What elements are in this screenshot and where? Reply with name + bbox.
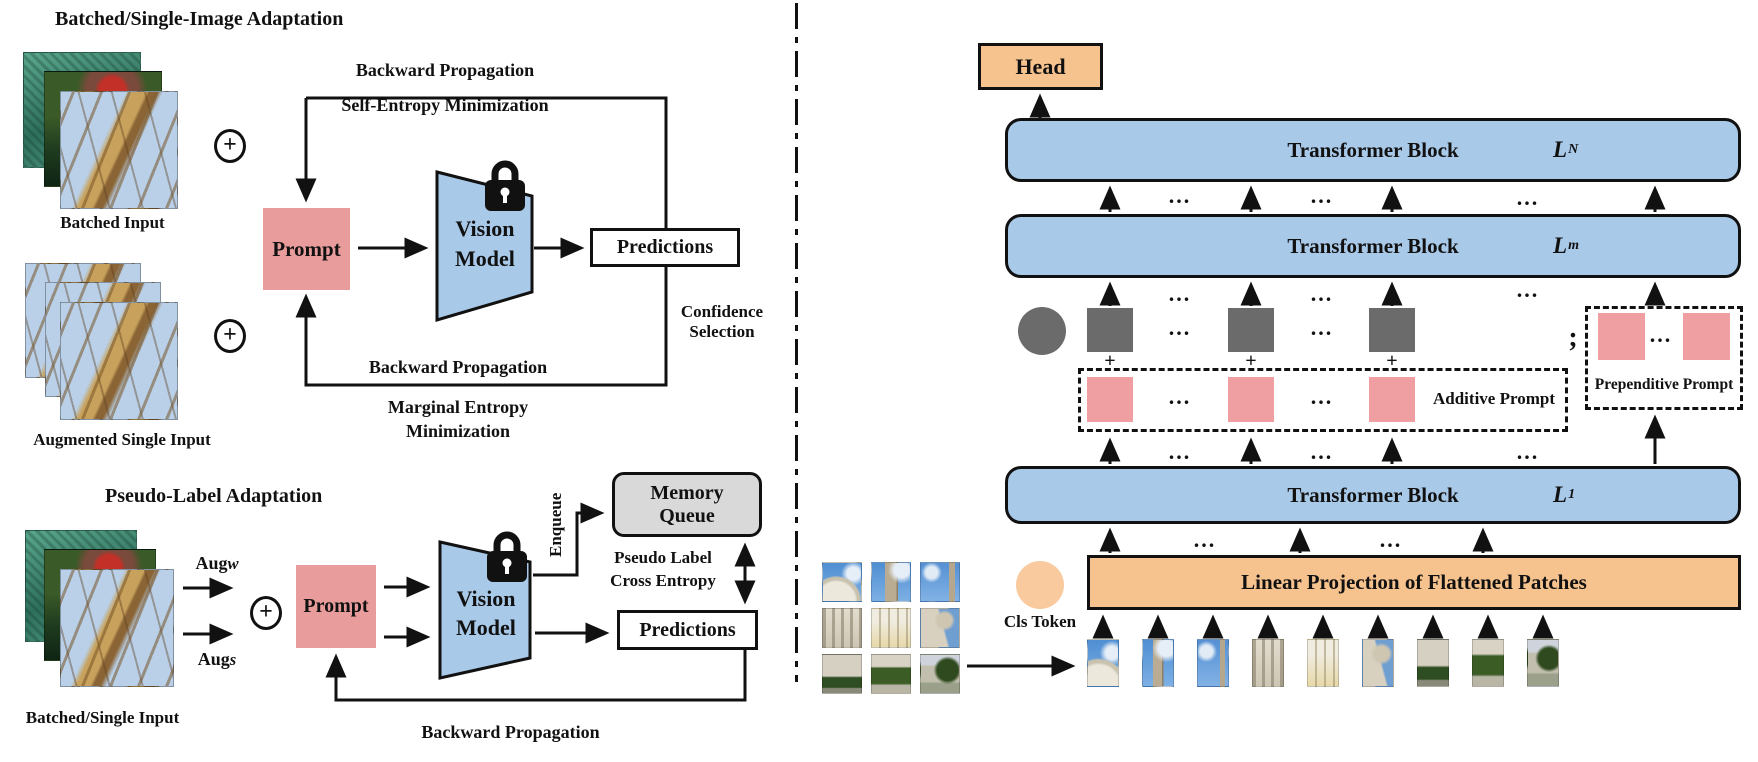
augmented-input-label: Augmented Single Input [33, 430, 211, 449]
semicolon: ; [1568, 322, 1578, 353]
ellipsis: ... [1168, 183, 1192, 208]
vision-model-pseudo-label: Vision Model [456, 586, 516, 640]
additive-prompt-box [1078, 368, 1568, 432]
pseudo-adaptation-title: Pseudo-Label Adaptation [105, 485, 323, 507]
augmented-photo-front [60, 302, 178, 420]
aug-weak-label: Augw [195, 553, 239, 573]
minimization-label: Minimization [406, 421, 510, 441]
cls-feature-token [1018, 307, 1066, 355]
head-box: Head [978, 43, 1103, 90]
batched-input-photo-front [60, 91, 178, 209]
predictions-box-pseudo: Predictions [617, 610, 758, 650]
aug-strong-label: Augs [197, 649, 237, 669]
flattened-patch [1417, 639, 1449, 687]
prompt-box-batched: Prompt [263, 208, 350, 290]
patch-cell [822, 654, 862, 694]
flattened-patch [1142, 639, 1174, 687]
patch-feature-token [1228, 308, 1274, 352]
plus-sign: + [1245, 350, 1257, 372]
patch-cell [822, 562, 862, 602]
flattened-patch [1472, 639, 1504, 687]
ellipsis: ... [1168, 384, 1192, 409]
prependitive-prompt-token [1683, 313, 1730, 360]
vision-model-batched-label: Vision Model [455, 216, 515, 271]
ellipsis: ... [1379, 527, 1403, 552]
prependitive-prompt-box [1585, 306, 1743, 410]
ellipsis: ... [1168, 281, 1192, 306]
ellipsis: ... [1193, 527, 1217, 552]
cls-token-label: Cls Token [1003, 612, 1077, 631]
plus-sign: + [1104, 350, 1116, 372]
patch-feature-token [1369, 308, 1415, 352]
plus-circle-icon: + [214, 319, 246, 353]
plus-circle-icon: + [214, 129, 246, 163]
pseudo-label-cross-entropy-label: Pseudo Label Cross Entropy [610, 548, 716, 590]
ellipsis: ... [1516, 185, 1540, 210]
pseudo-photo-front [60, 569, 174, 687]
flattened-patch [1197, 639, 1229, 687]
plus-sign: + [1386, 350, 1398, 372]
batched-feedback-loop [295, 96, 668, 387]
batched-input-label: Batched Input [60, 213, 165, 232]
flattened-patch [1087, 639, 1119, 687]
ellipsis: ... [1310, 183, 1334, 208]
cls-token-circle [1016, 561, 1064, 609]
additive-prompt-token [1228, 377, 1274, 422]
pseudo-input-label: Batched/Single Input [25, 708, 180, 727]
patch-cell [871, 562, 911, 602]
patch-cell [920, 654, 960, 694]
patch-cell [920, 608, 960, 648]
ellipsis: ... [1168, 315, 1192, 340]
flattened-patch [1307, 639, 1339, 687]
patch-cell [822, 608, 862, 648]
lock-icon [487, 531, 527, 582]
ellipsis: ... [1310, 281, 1334, 306]
flattened-patch [1527, 639, 1559, 687]
self-entropy-label: Self-Entropy Minimization [341, 95, 549, 115]
additive-prompt-label: Additive Prompt [1433, 389, 1555, 408]
predictions-box-batched: Predictions [590, 228, 740, 267]
ellipsis: ... [1310, 439, 1334, 464]
panel-divider [795, 3, 798, 682]
lock-icon [485, 160, 525, 211]
ellipsis: ... [1310, 384, 1334, 409]
patch-cell [871, 608, 911, 648]
flattened-patch [1362, 639, 1394, 687]
flattened-patch [1252, 639, 1284, 687]
marginal-entropy-label: Marginal Entropy [387, 397, 529, 417]
pseudo-label-arrows [183, 502, 1076, 702]
prependitive-prompt-token [1598, 313, 1645, 360]
additive-prompt-token [1087, 377, 1133, 422]
ellipsis: ... [1516, 439, 1540, 464]
patch-cell [871, 654, 911, 694]
backward-propagation-bottom-label: Backward Propagation [368, 357, 548, 377]
backward-propagation-top-label: Backward Propagation [355, 60, 535, 80]
ellipsis: ... [1516, 277, 1540, 302]
batched-adaptation-title: Batched/Single-Image Adaptation [55, 8, 344, 30]
ellipsis: ... [1649, 322, 1673, 347]
prompt-box-pseudo: Prompt [296, 565, 376, 648]
linear-projection-box: Linear Projection of Flattened Patches [1087, 555, 1741, 610]
vit-column-arrows [1029, 93, 1666, 639]
additive-prompt-token [1369, 377, 1415, 422]
prependitive-prompt-label: Prependitive Prompt [1594, 376, 1734, 393]
ellipsis: ... [1310, 315, 1334, 340]
enqueue-label: Enqueue [546, 492, 565, 557]
patch-feature-token [1087, 308, 1133, 352]
pseudo-backward-propagation-label: Backward Propagation [421, 722, 600, 742]
patch-cell [920, 562, 960, 602]
plus-circle-icon: + [250, 596, 282, 630]
confidence-selection-label: Confidence Selection [680, 302, 764, 341]
ellipsis: ... [1168, 439, 1192, 464]
